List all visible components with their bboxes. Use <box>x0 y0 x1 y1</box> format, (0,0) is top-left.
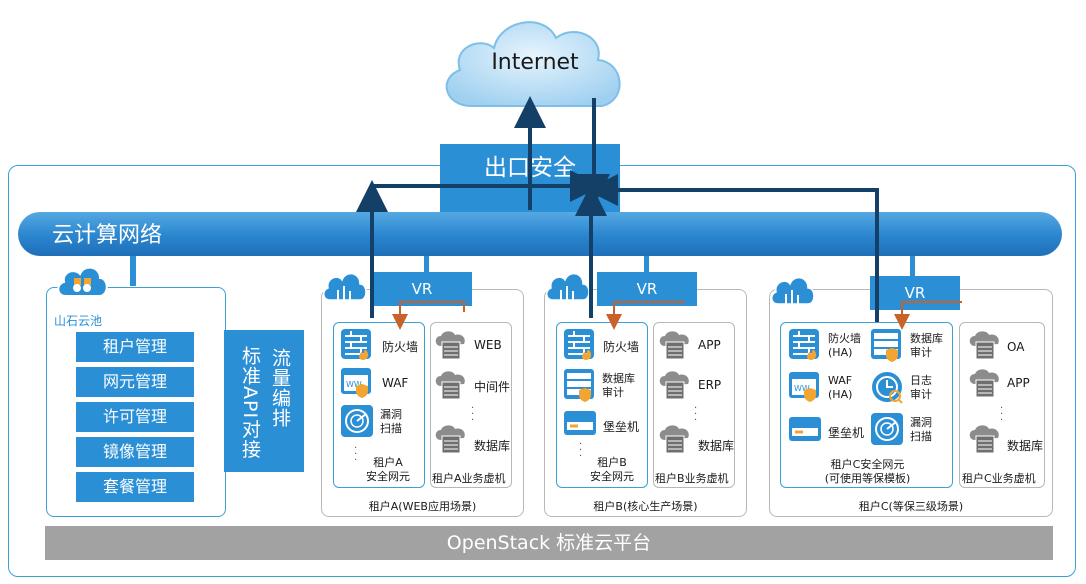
tenant-c-scanner-label: 漏洞 扫描 <box>910 416 932 443</box>
firewall-icon <box>340 328 374 362</box>
tenant-c-firewall-label: 防火墙 (HA) <box>828 332 861 359</box>
tenant-b-vr-link <box>644 256 649 280</box>
tenant-c-app-label: APP <box>1007 376 1030 390</box>
tenant-c-security-elements <box>780 322 953 488</box>
tenant-b-caption: 租户B(核心生产场景) <box>593 500 698 513</box>
tenant-b-vm-caption: 租户B业务虚机 <box>655 472 729 485</box>
bastion-icon <box>563 408 597 438</box>
tenant-c-vr-link <box>910 256 915 280</box>
firewall-icon <box>563 328 597 362</box>
tenant-c-dbaudit-label: 数据库 审计 <box>910 332 943 359</box>
tenant-a-middleware-label: 中间件 <box>474 380 511 394</box>
more-dots: ··· <box>1000 403 1004 426</box>
bastion-icon <box>788 414 822 444</box>
cloud-chip-icon <box>770 274 815 308</box>
more-dots: ··· <box>579 439 583 462</box>
api-line1: 流量编排 <box>269 348 291 428</box>
waf-icon: WW <box>788 370 822 404</box>
vm-server-icon <box>968 330 1002 360</box>
vm-server-icon <box>658 330 692 360</box>
tenant-b-business-vms <box>653 322 735 488</box>
svg-text:WW: WW <box>346 380 362 389</box>
tenant-a-db-label: 数据库 <box>474 439 511 453</box>
tenant-b-db-label: 数据库 <box>698 439 735 453</box>
tenant-c-vr: VR <box>870 276 960 310</box>
cloud-network-bus <box>18 212 1062 256</box>
tenant-b-erp-label: ERP <box>698 378 722 392</box>
vm-server-icon <box>968 424 1002 454</box>
tenant-a-scanner-label: 漏洞 扫描 <box>380 408 402 435</box>
tenant-c-business-vms <box>959 322 1045 488</box>
tenant-a-vr-to-security <box>400 301 465 322</box>
tenant-a-vr-link <box>424 256 429 280</box>
management-title: 山石云池 <box>54 314 103 328</box>
more-dots: ··· <box>354 443 358 466</box>
license-management-button[interactable]: 许可管理 <box>76 402 194 432</box>
vm-server-icon <box>434 370 468 400</box>
cloud-chip-icon <box>322 270 367 304</box>
tenant-a-waf-label: WAF <box>382 376 409 390</box>
api-line2: 标准API对接 <box>239 346 261 460</box>
tenant-a-web-label: WEB <box>474 338 502 352</box>
tenant-management-button[interactable]: 租户管理 <box>76 332 194 362</box>
api-orchestration-box: 流量编排 标准API对接 <box>224 330 304 472</box>
vm-server-icon <box>968 368 1002 398</box>
tenant-c-vr-to-security <box>894 301 962 330</box>
svg-text:WW: WW <box>794 384 810 393</box>
scanner-icon <box>870 412 904 446</box>
tenant-a-caption: 租户A(WEB应用场景) <box>368 500 477 513</box>
tenant-b-net-caption: 租户B 安全网元 <box>590 456 634 483</box>
tenant-c-db-label: 数据库 <box>1007 439 1044 453</box>
tenant-a-security-elements <box>333 322 425 488</box>
tenant-c-panel <box>769 289 1053 517</box>
tenant-b-vr: VR <box>597 272 697 306</box>
tenant-c-net-caption: 租户C安全网元 (可使用等保模板) <box>824 458 911 485</box>
tenant-c-caption: 租户C(等保三级场景) <box>858 500 964 513</box>
tenant-a-vm-caption: 租户A业务虚机 <box>432 472 506 485</box>
package-management-button[interactable]: 套餐管理 <box>76 472 194 502</box>
tenant-b-dbaudit-label: 数据库 审计 <box>602 372 635 399</box>
cloud-chip-icon <box>56 262 108 302</box>
tenant-b-vr-to-security <box>606 301 685 330</box>
mgmt-connector <box>130 256 136 286</box>
waf-icon: WW <box>340 366 374 400</box>
tenant-c-logaudit-label: 日志 审计 <box>910 374 932 401</box>
tenant-a-business-vms <box>430 322 512 488</box>
cloud-icon <box>445 21 621 107</box>
db-audit-icon <box>870 328 904 362</box>
tenant-b-bastion-label: 堡垒机 <box>603 420 640 434</box>
tenant-c-bastion-label: 堡垒机 <box>828 426 865 440</box>
cloud-chip-icon <box>545 270 590 304</box>
db-audit-icon <box>563 368 597 402</box>
element-management-button[interactable]: 网元管理 <box>76 367 194 397</box>
tenant-b-firewall-label: 防火墙 <box>603 340 640 354</box>
tenant-a-net-caption: 租户A 安全网元 <box>366 456 410 483</box>
more-dots: ··· <box>471 403 475 426</box>
vm-server-icon <box>658 424 692 454</box>
more-dots: ··· <box>694 403 698 426</box>
vm-server-icon <box>658 370 692 400</box>
tenant-b-security-elements <box>556 322 648 488</box>
tenant-c-vm-caption: 租户C业务虚机 <box>962 472 1036 485</box>
scanner-icon <box>340 404 374 438</box>
firewall-icon <box>788 328 822 362</box>
log-audit-icon <box>870 370 904 404</box>
tenant-c-waf-label: WAF (HA) <box>828 374 853 401</box>
internet-cloud <box>432 8 632 120</box>
cloud-network-label: 云计算网络 <box>52 223 163 248</box>
vm-server-icon <box>434 424 468 454</box>
tenant-a-firewall-label: 防火墙 <box>382 340 419 354</box>
tenant-c-to-exit <box>586 174 879 322</box>
openstack-platform-bar: OpenStack 标准云平台 <box>45 526 1053 560</box>
tenant-a-vr: VR <box>372 272 472 306</box>
tenant-b-app-label: APP <box>698 338 721 352</box>
tenant-c-oa-label: OA <box>1007 340 1025 354</box>
image-management-button[interactable]: 镜像管理 <box>76 437 194 467</box>
internet-label: Internet <box>491 50 579 75</box>
vm-server-icon <box>434 330 468 360</box>
